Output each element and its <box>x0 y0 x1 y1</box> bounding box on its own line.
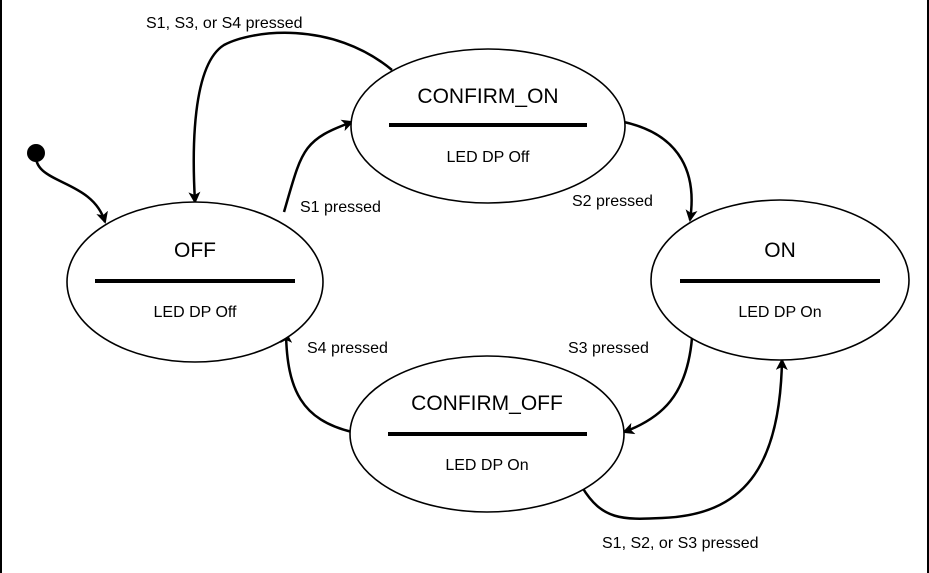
state-off: OFF LED DP Off <box>66 201 324 363</box>
state-off-name: OFF <box>174 239 216 262</box>
state-on-name: ON <box>764 239 796 262</box>
label-on-to-confirm-off: S3 pressed <box>568 340 649 357</box>
state-confirm-off-action: LED DP On <box>445 457 528 474</box>
initial-transition-arrow <box>34 152 108 224</box>
state-confirm-off: CONFIRM_OFF LED DP On <box>349 355 625 513</box>
label-confirm-off-to-off: S4 pressed <box>307 340 388 357</box>
edge-confirm-on-to-on <box>623 120 698 222</box>
edge-off-to-confirm-on <box>282 119 354 213</box>
state-off-action: LED DP Off <box>154 304 238 321</box>
label-off-to-confirm-on: S1 pressed <box>300 199 381 216</box>
edge-confirm-off-to-on <box>580 358 788 520</box>
state-confirm-on-action: LED DP Off <box>447 149 531 166</box>
label-confirm-on-to-on: S2 pressed <box>572 193 653 210</box>
edge-confirm-off-to-off <box>280 331 353 434</box>
state-confirm-on: CONFIRM_ON LED DP Off <box>350 48 626 204</box>
state-confirm-off-name: CONFIRM_OFF <box>411 392 563 415</box>
edge-confirm-on-to-off <box>188 31 393 204</box>
label-confirm-on-to-off: S1, S3, or S4 pressed <box>146 15 303 32</box>
label-confirm-off-to-on: S1, S2, or S3 pressed <box>602 535 759 552</box>
state-on-action: LED DP On <box>738 304 821 321</box>
state-confirm-on-name: CONFIRM_ON <box>417 85 558 108</box>
edge-on-to-confirm-off <box>622 337 694 435</box>
state-on: ON LED DP On <box>650 199 910 361</box>
